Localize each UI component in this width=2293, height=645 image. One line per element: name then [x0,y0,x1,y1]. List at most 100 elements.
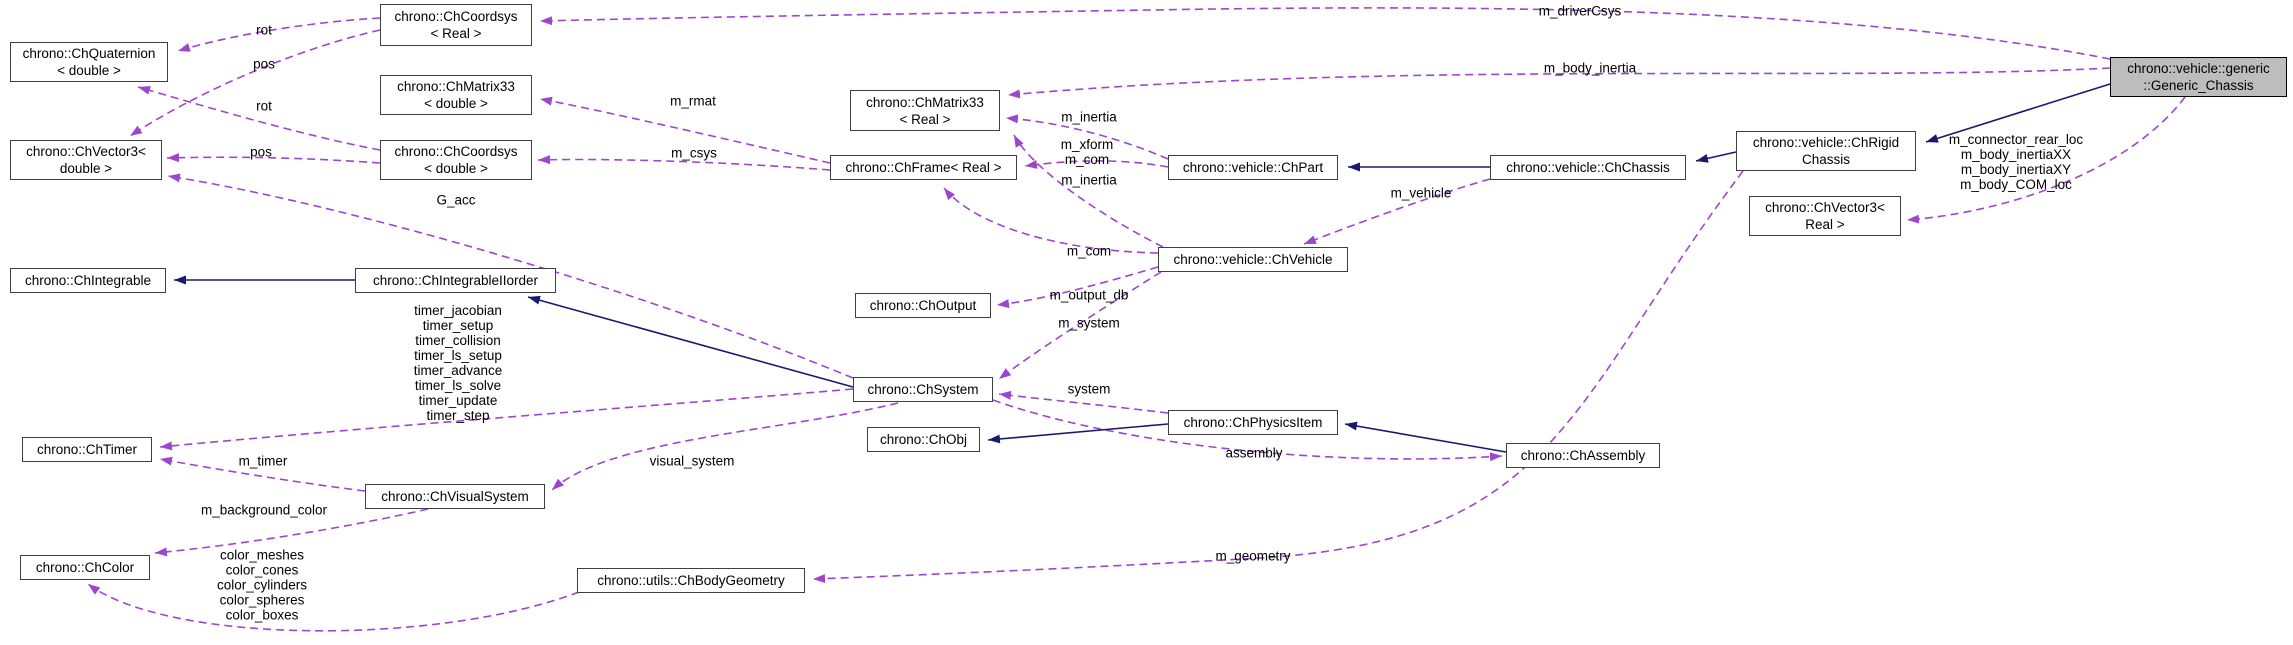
class-node-chmatrix33-double[interactable]: chrono::ChMatrix33< double > [380,75,532,115]
class-node-chvehicle[interactable]: chrono::vehicle::ChVehicle [1158,247,1348,272]
edge-label-visual-system: visual_system [650,454,735,469]
edge-label-m-system: m_system [1058,316,1120,331]
edge-label-line: m_geometry [1215,548,1291,564]
class-node-label: < double > [424,161,488,176]
class-node-label: chrono::ChTimer [36,442,138,457]
edge-label-rot-top: rot [256,23,272,38]
inheritance-edge-rigidchassis-inherits-chassis [1695,151,1737,163]
class-node-chvector3-double[interactable]: chrono::ChVector3<double > [10,140,162,180]
edge-label-line: system [1067,381,1111,397]
class-node-chmatrix33-real[interactable]: chrono::ChMatrix33< Real > [850,90,1000,131]
edge-label-line: m_timer [238,453,288,469]
edges-group [87,7,2186,632]
class-node-generic-chassis[interactable]: chrono::vehicle::generic::Generic_Chassi… [2110,57,2287,97]
class-node-choutput[interactable]: chrono::ChOutput [855,293,991,318]
class-node-label: chrono::ChIntegrableIIorder [372,273,539,288]
usage-edge-generic-to-vector3real [1906,96,2186,224]
class-node-label: chrono::ChQuaternion [22,46,156,61]
class-node-chphysicsitem[interactable]: chrono::ChPhysicsItem [1168,410,1338,435]
class-node-label: chrono::ChPhysicsItem [1183,415,1323,430]
class-node-chassembly[interactable]: chrono::ChAssembly [1506,443,1660,468]
class-node-label: chrono::vehicle::ChVehicle [1173,252,1333,267]
edge-label-m-rmat: m_rmat [670,94,716,109]
class-node-label: chrono::ChMatrix33 [866,94,984,110]
edge-label-assembly: assembly [1225,446,1282,461]
class-node-label: chrono::ChVector3< [1765,200,1885,215]
edge-label-line: timer_collision [415,333,501,348]
edge-label-line: timer_jacobian [414,303,502,318]
class-node-label: < Real > [430,26,482,41]
class-node-chframe-real[interactable]: chrono::ChFrame< Real > [830,155,1017,180]
class-node-chintegrableiiorder[interactable]: chrono::ChIntegrableIIorder [355,268,556,293]
edge-label-line: m_body_inertiaXY [1960,162,2072,177]
class-node-chcoordsys-real[interactable]: chrono::ChCoordsys< Real > [380,4,532,46]
class-node-chcoordsys-double[interactable]: chrono::ChCoordsys< double > [380,140,532,180]
edge-label-line: m_inertia [1061,109,1117,125]
edge-label-rot-bottom: rot [256,99,272,114]
usage-edge-system-to-assembly [992,399,1503,462]
class-node-chchassis[interactable]: chrono::vehicle::ChChassis [1490,155,1686,180]
class-node-label: < Real > [899,111,951,127]
class-node-chpart[interactable]: chrono::vehicle::ChPart [1168,155,1338,180]
usage-edge-coorddouble-to-quaternion [137,86,381,151]
edge-label-line: color_spheres [219,592,305,608]
edge-label-line: color_cones [225,562,299,578]
class-node-label: chrono::ChVisualSystem [381,489,529,504]
class-node-label: ::Generic_Chassis [2143,78,2254,93]
class-node-label: Chassis [1801,152,1850,167]
edge-label-m-background-color: m_background_color [201,503,327,518]
usage-edge-frame-to-coorddouble [537,155,831,171]
class-node-chintegrable[interactable]: chrono::ChIntegrable [10,268,166,293]
usage-edge-frame-to-matrix33double [539,96,831,164]
class-node-chcolor[interactable]: chrono::ChColor [20,555,150,580]
class-node-chsystem[interactable]: chrono::ChSystem [853,377,993,402]
edge-label-line: timer_setup [422,318,494,333]
edge-label-m-inertia-part: m_inertia [1061,110,1117,125]
class-node-label: Real > [1805,217,1845,232]
edge-label-line: m_rmat [670,93,716,109]
class-node-label: chrono::vehicle::ChPart [1182,160,1324,175]
edge-label-line: rot [256,98,272,114]
edge-label-line: timer_ls_setup [414,348,502,363]
edge-label-line: m_system [1058,315,1120,331]
edge-label-line: color_cylinders [216,577,308,593]
edge-label-m-drivercsys: m_driverCsys [1539,4,1622,19]
edge-label-line: assembly [1225,445,1283,461]
usage-edge-coordreal-to-vector3 [129,29,381,137]
class-node-label: chrono::vehicle::generic [2127,61,2270,76]
edge-label-m-timer: m_timer [239,454,288,469]
class-node-label: chrono::ChSystem [867,382,979,397]
edge-label-line: m_xform [1060,137,1114,152]
class-node-label: chrono::ChFrame< Real > [845,160,1002,175]
class-node-chobj[interactable]: chrono::ChObj [867,427,980,452]
edge-label-line: pos [250,144,272,160]
class-node-label: chrono::vehicle::ChRigid [1752,135,1900,150]
edge-label-line: timer_advance [413,363,503,378]
edge-label-line: color_boxes [225,607,299,623]
usage-edge-system-to-vector3 [167,173,854,379]
edge-label-m-vehicle: m_vehicle [1391,186,1452,201]
edge-label-system: system [1068,382,1111,397]
class-node-chtimer[interactable]: chrono::ChTimer [22,437,152,462]
class-node-chquaternion-double[interactable]: chrono::ChQuaternion< double > [10,42,168,82]
inheritance-edge-system-inherits-integrableiiorder [527,295,854,388]
class-node-chvisualsystem[interactable]: chrono::ChVisualSystem [365,484,545,509]
usage-edge-vehicle-to-matrix33real [1013,134,1164,248]
edge-label-line: m_body_inertiaXX [1960,147,2072,162]
edge-label-m-body-inertia: m_body_inertia [1544,61,1636,76]
edge-label-line: m_body_inertia [1543,60,1637,76]
class-node-label: chrono::ChIntegrable [24,273,152,288]
usage-edge-bodygeometry-to-color [87,583,580,632]
class-node-label: chrono::ChObj [879,432,968,447]
class-node-chvector3-real[interactable]: chrono::ChVector3<Real > [1749,196,1901,236]
edge-label-line: m_vehicle [1390,185,1452,201]
class-node-label: chrono::ChCoordsys [394,9,518,24]
edge-label-line: m_output_db [1049,287,1129,303]
class-node-chbodygeometry[interactable]: chrono::utils::ChBodyGeometry [577,568,805,593]
usage-edge-generic-to-coordreal [539,7,2111,60]
